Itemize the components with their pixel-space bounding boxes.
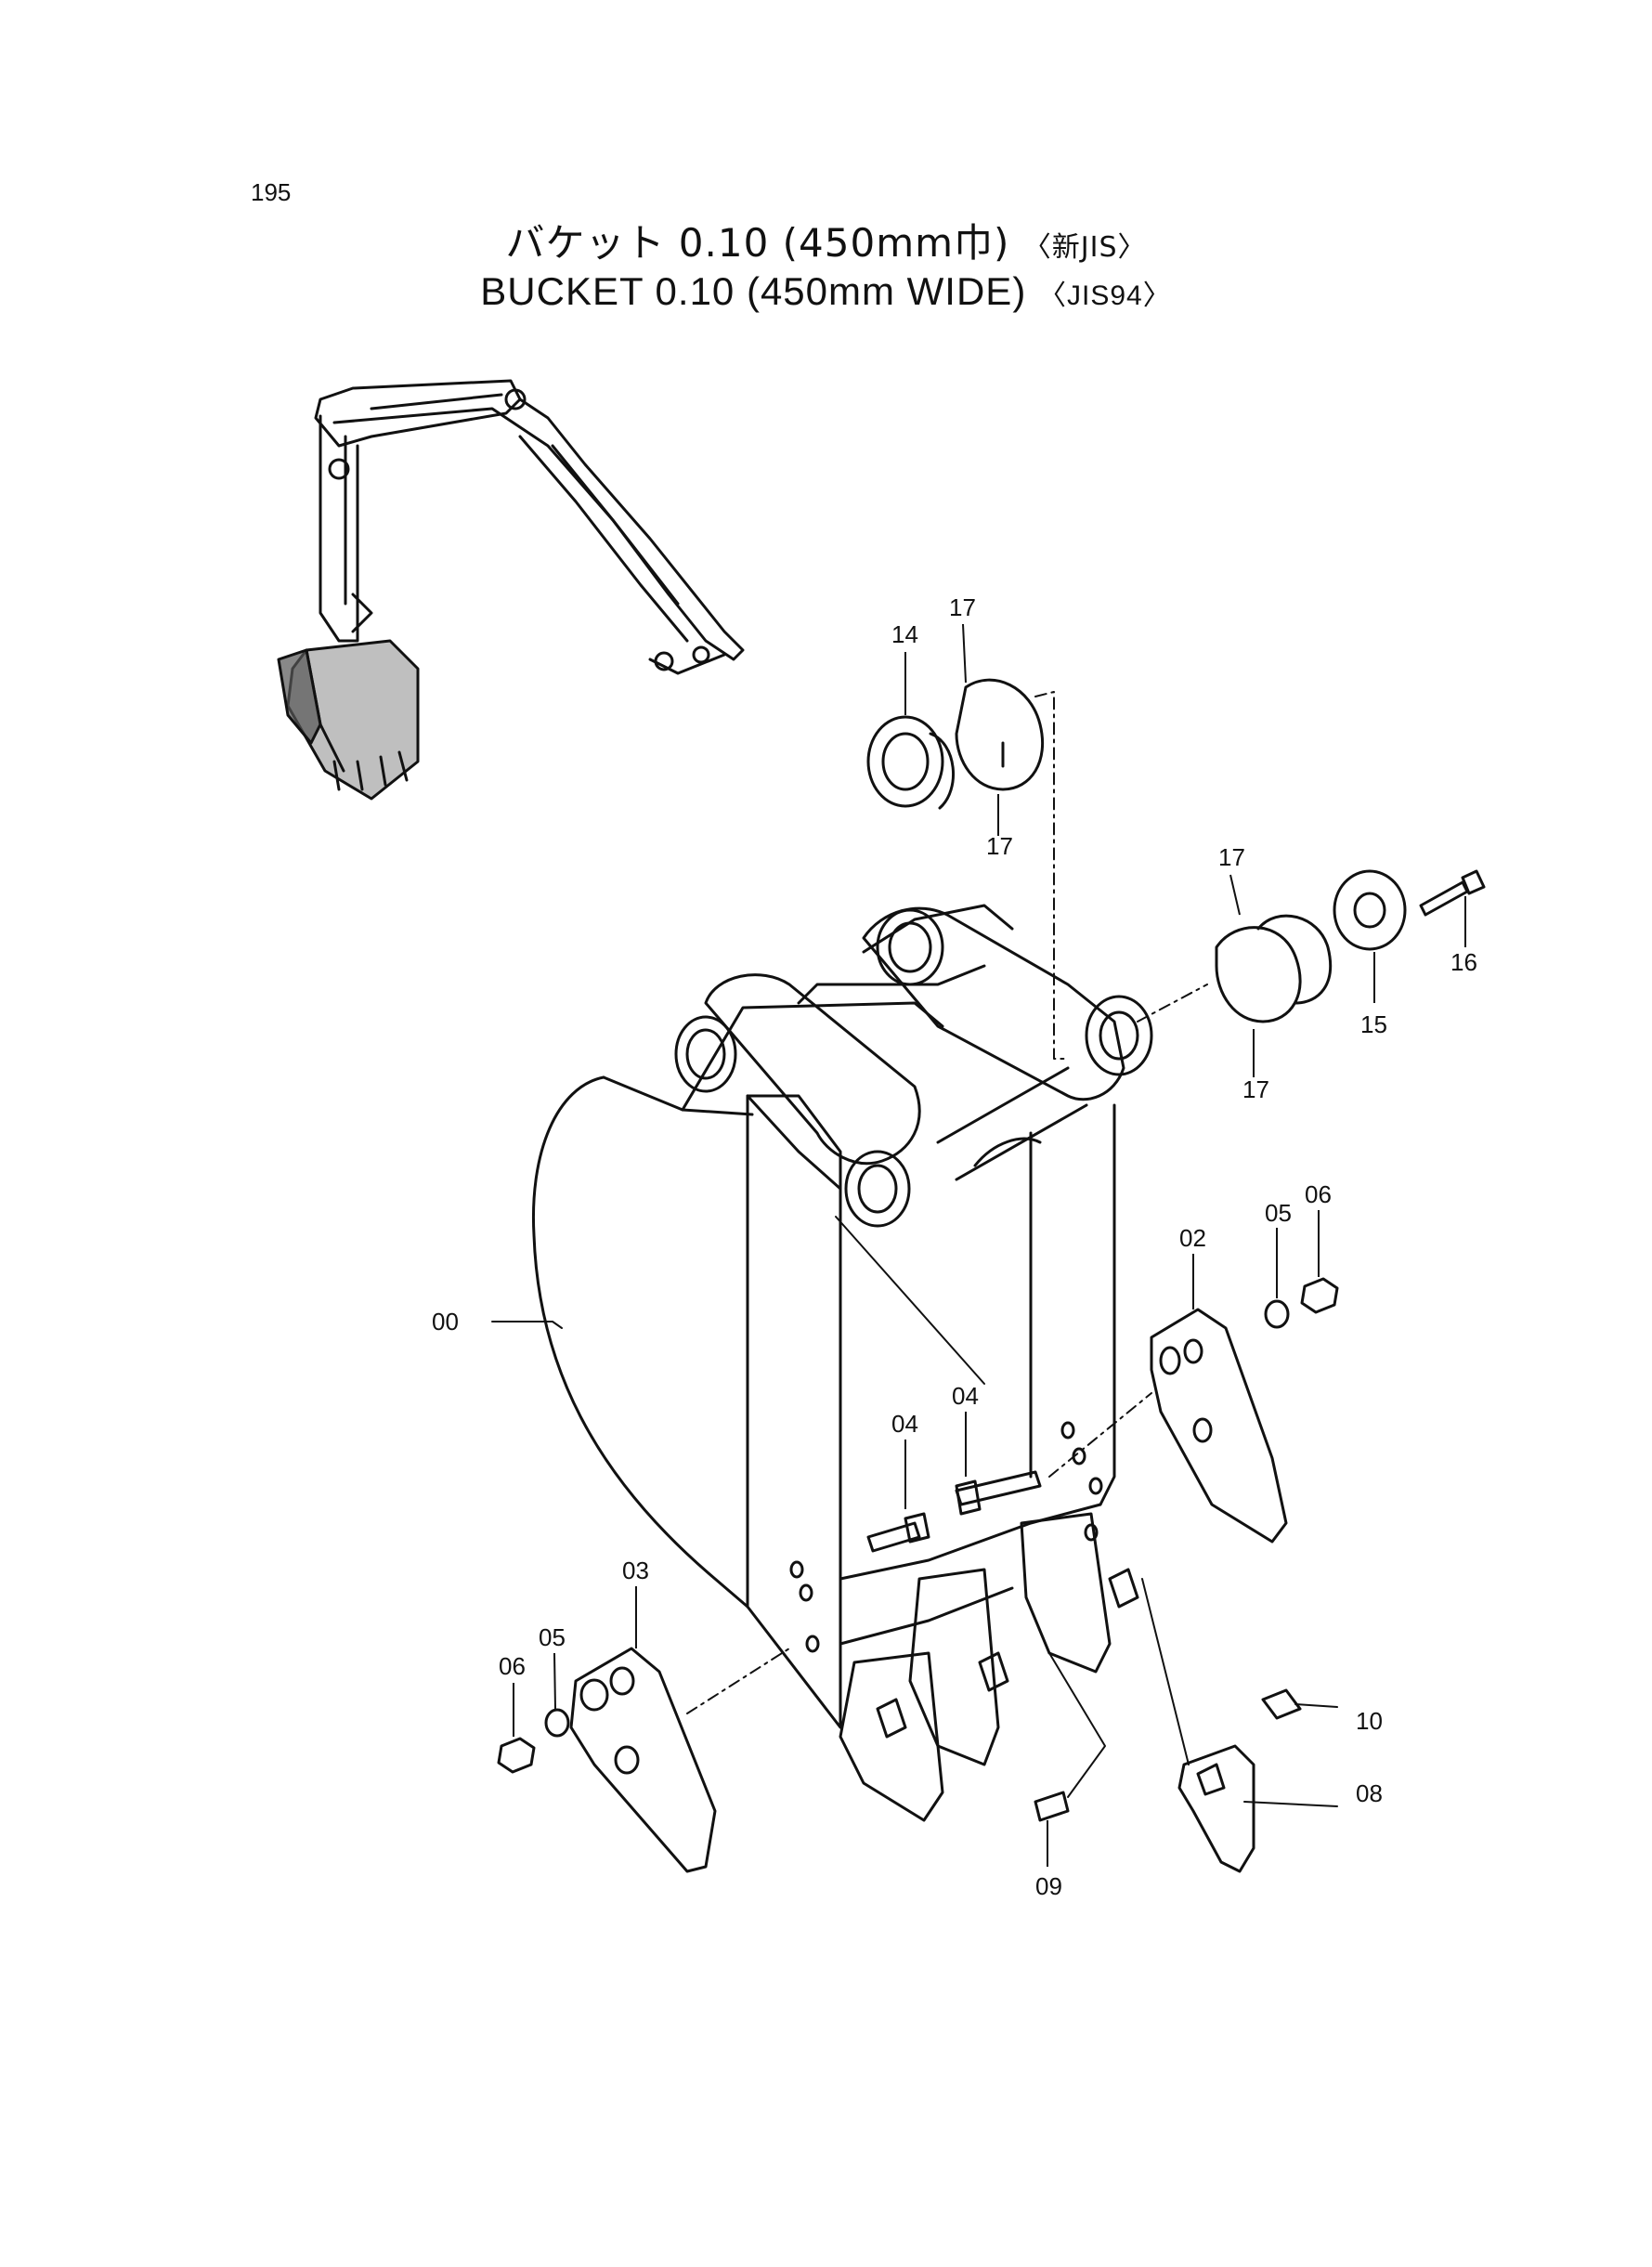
bucket-body bbox=[531, 904, 1153, 1729]
callout-10: 10 bbox=[1356, 1707, 1383, 1735]
callout-labels: 00 02 03 04 04 05 05 06 06 08 09 10 14 1… bbox=[432, 593, 1477, 1900]
bucket-teeth bbox=[839, 1512, 1139, 1822]
title-japanese-standard: 〈新JIS〉 bbox=[1022, 231, 1147, 264]
callout-14: 14 bbox=[891, 620, 918, 648]
excavator-arm-thumbnail bbox=[277, 379, 745, 801]
callout-00: 00 bbox=[432, 1308, 459, 1335]
tooth-detail bbox=[1034, 1688, 1302, 1873]
side-cutter-right bbox=[1150, 1308, 1288, 1544]
leader-lines bbox=[491, 691, 1338, 1807]
callout-06-right: 06 bbox=[1305, 1180, 1332, 1208]
title-english-standard: 〈JIS94〉 bbox=[1037, 280, 1172, 311]
callout-08: 08 bbox=[1356, 1779, 1383, 1807]
callout-17-top: 17 bbox=[949, 593, 976, 621]
callout-06-left: 06 bbox=[499, 1652, 526, 1680]
washers-and-nuts bbox=[497, 1277, 1339, 1774]
side-cutter-left bbox=[569, 1647, 717, 1873]
callout-17-bottom: 17 bbox=[1242, 1075, 1269, 1103]
callout-17-upper-middle: 17 bbox=[986, 832, 1013, 860]
callout-02: 02 bbox=[1179, 1224, 1206, 1252]
page-number: 195 bbox=[251, 178, 292, 206]
title-japanese: バケット 0.10 (450mm巾) 〈新JIS〉 bbox=[0, 212, 1652, 268]
callout-16: 16 bbox=[1450, 948, 1477, 976]
callout-15: 15 bbox=[1360, 1010, 1387, 1038]
callout-03: 03 bbox=[622, 1557, 649, 1584]
callout-09: 09 bbox=[1035, 1872, 1062, 1900]
callout-04-right: 04 bbox=[952, 1382, 979, 1410]
pin-hardware bbox=[866, 678, 1486, 1023]
callout-05-right: 05 bbox=[1265, 1199, 1292, 1227]
callout-04-left: 04 bbox=[891, 1410, 918, 1438]
callout-05-left: 05 bbox=[539, 1623, 566, 1651]
title-english: BUCKET 0.10 (450mm WIDE) 〈JIS94〉 bbox=[0, 269, 1652, 314]
title-japanese-text: バケット 0.10 (450mm巾) bbox=[505, 220, 1010, 266]
title-english-text: BUCKET 0.10 (450mm WIDE) bbox=[480, 269, 1027, 313]
bolts bbox=[866, 1470, 1042, 1553]
callout-17-lower-middle: 17 bbox=[1218, 843, 1245, 871]
callout-ticks bbox=[513, 623, 1466, 1867]
